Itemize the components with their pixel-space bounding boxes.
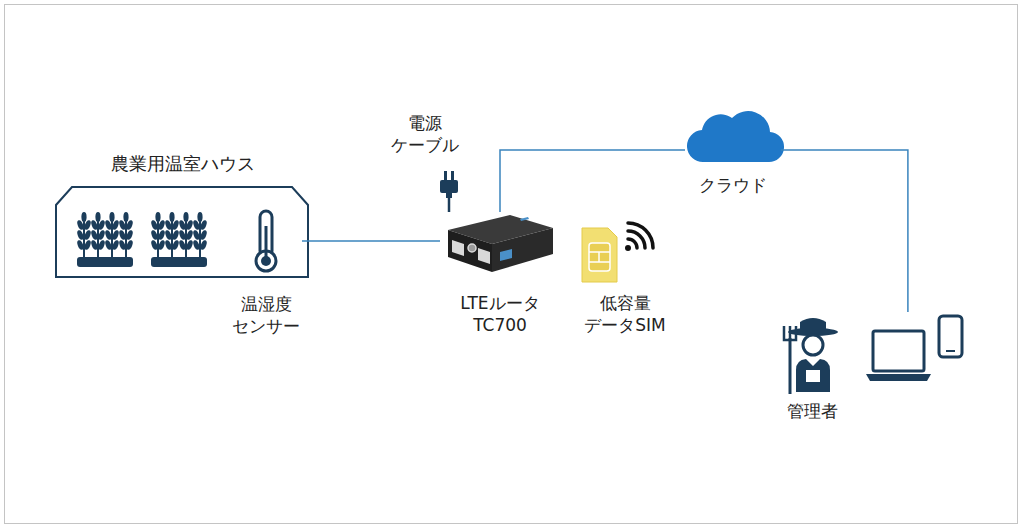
sim-chip-line: [598, 252, 600, 262]
node-label: クラウド: [685, 174, 781, 196]
plug-neck: [446, 192, 452, 198]
sim-chip: [589, 243, 610, 271]
laptop-base: [866, 374, 931, 381]
cloud-node: クラウド: [685, 108, 781, 198]
wheat-icon: [76, 212, 134, 267]
node-label: 農業用温室ハウス: [55, 153, 310, 175]
status-led: [520, 217, 529, 221]
ground-bar: [151, 257, 207, 267]
wheat-stalk: [178, 212, 194, 260]
connector-line: [448, 197, 451, 212]
wheat-stalk: [90, 212, 106, 260]
connector-line: [781, 150, 908, 312]
node-label: 電源 ケーブル: [380, 112, 470, 156]
plug-prong: [444, 171, 447, 181]
node-label: 低容量 データSIM: [568, 292, 682, 336]
manager-node: 管理者: [780, 312, 975, 424]
wireless-arc: [628, 231, 645, 248]
rj45-port: [478, 248, 490, 264]
wheat-stalk: [150, 212, 166, 260]
farmer-face: [803, 335, 823, 355]
connector-line: [302, 240, 440, 242]
cloud-icon: [687, 111, 784, 162]
node-label: 管理者: [780, 400, 845, 422]
laptop-icon: [866, 331, 931, 381]
greenhouse-outline-path: [56, 187, 308, 277]
sim-card-body: [582, 228, 617, 282]
wheat-icon: [150, 212, 208, 267]
farmer-body: [796, 359, 830, 392]
rj45-port: [452, 240, 464, 256]
node-label: LTEルータ TC700: [440, 292, 560, 336]
ground-bar: [77, 257, 133, 267]
plug-prong: [451, 171, 454, 181]
greenhouse-node: 農業用温室ハウス温湿度 センサー: [55, 150, 310, 330]
sim-node: 低容量 データSIM: [568, 222, 682, 334]
pitchfork-tines: [784, 326, 796, 340]
node-label: 温湿度 センサー: [230, 293, 302, 337]
status-led: [500, 249, 512, 261]
laptop-screen: [873, 331, 924, 371]
coax-port: [468, 244, 476, 252]
smartphone-icon: [939, 316, 962, 357]
overall-bib: [806, 370, 820, 382]
wheat-stalk: [192, 212, 208, 260]
wheat-stalk: [76, 212, 92, 260]
router-node: LTEルータ TC700: [440, 212, 560, 334]
sim-card-icon: [582, 228, 617, 282]
router-front: [448, 230, 492, 272]
phone-body: [939, 316, 962, 357]
power-cable-node: 電源 ケーブル: [380, 112, 470, 197]
pitchfork-handle: [789, 338, 792, 394]
wheat-stalk: [118, 212, 134, 260]
farmer-icon: [784, 318, 838, 394]
sensor-node: 温湿度 センサー: [230, 205, 302, 330]
router-device: [448, 215, 553, 272]
wireless-dot: [625, 245, 631, 251]
wheat-stalk: [104, 212, 120, 260]
hat-crown: [800, 318, 826, 332]
wireless-icon: [625, 223, 653, 251]
connector-line: [500, 150, 685, 212]
thermometer-icon: [256, 211, 276, 271]
wireless-arc: [628, 223, 653, 248]
router-side: [492, 228, 553, 272]
wireless-arc: [628, 239, 637, 248]
phone-button: [946, 350, 955, 352]
thermometer-mercury: [261, 256, 271, 266]
plug-icon: [440, 171, 458, 198]
thermometer-tube: [260, 211, 272, 257]
wheat-stalk: [164, 212, 180, 260]
plug-body: [440, 180, 458, 193]
thermometer-mercury: [265, 226, 268, 258]
